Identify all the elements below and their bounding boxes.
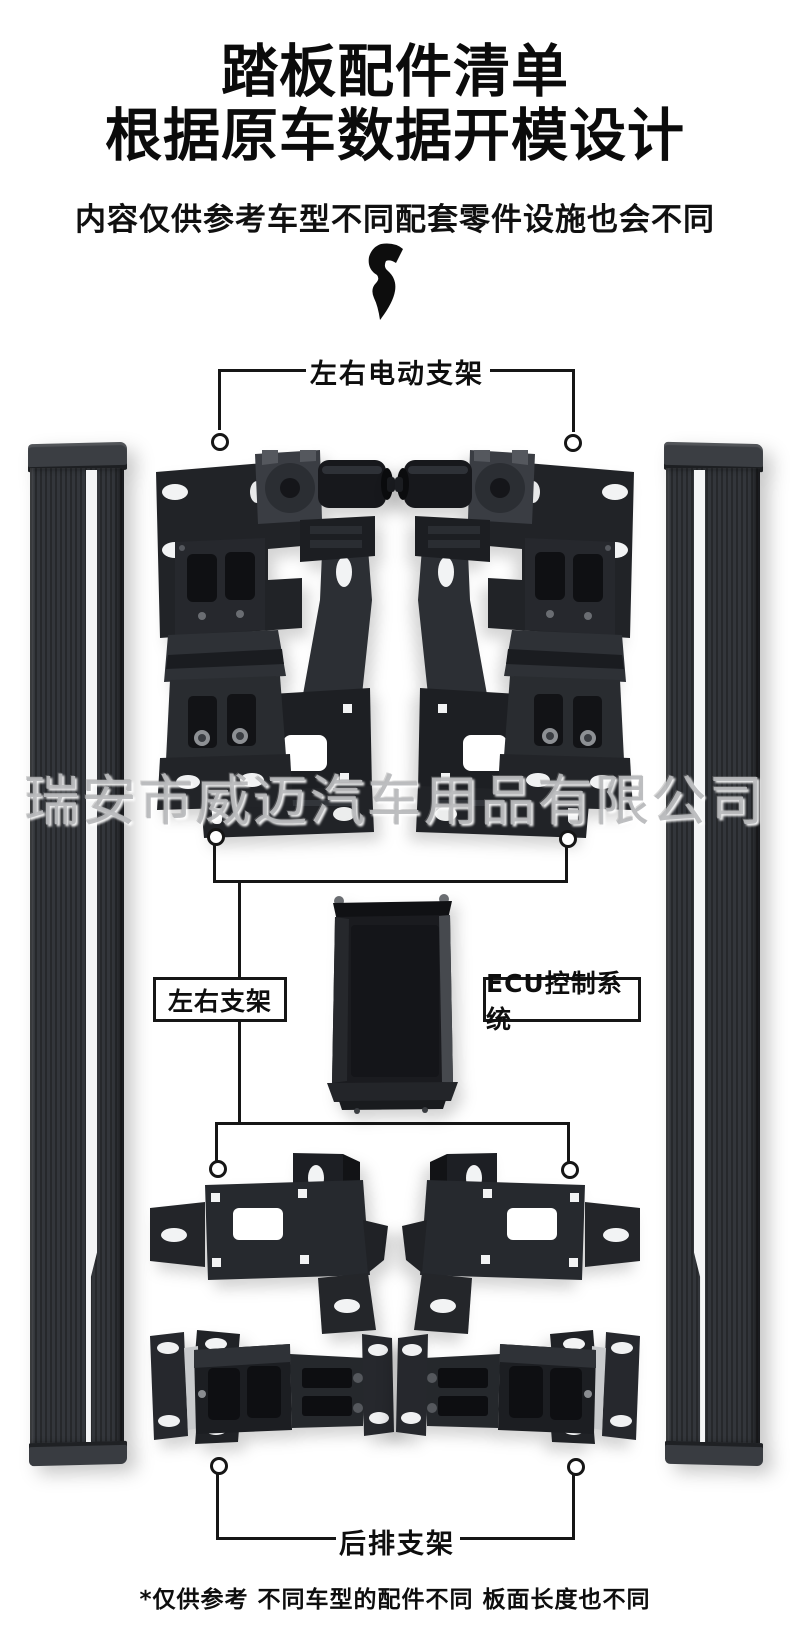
callout-dot xyxy=(210,1457,228,1475)
board-right-body xyxy=(666,468,760,1444)
callout-dot xyxy=(564,434,582,452)
page-subtitle: 内容仅供参考车型不同配套零件设施也会不同 xyxy=(75,202,715,238)
rear-bracket-right xyxy=(395,1328,640,1448)
ecu-control-box xyxy=(325,885,460,1115)
callout-line xyxy=(215,1122,218,1162)
curved-down-arrow-icon xyxy=(350,242,406,322)
callout-dot xyxy=(207,828,225,846)
board-left-light-stripe xyxy=(86,470,97,1442)
callout-line xyxy=(215,1122,570,1125)
side-bracket-right xyxy=(397,1140,642,1335)
callout-line xyxy=(218,369,221,430)
callout-dot xyxy=(211,433,229,451)
callout-dot xyxy=(561,1161,579,1179)
board-left-bottom-cap xyxy=(29,1440,127,1467)
callout-line xyxy=(213,880,568,883)
callout-line xyxy=(572,1474,575,1540)
callout-dot xyxy=(559,830,577,848)
callout-label-side-brackets: 左右支架 xyxy=(153,977,287,1022)
callout-line xyxy=(490,369,575,372)
running-board-left xyxy=(27,441,127,1467)
callout-line xyxy=(460,1537,575,1540)
callout-line xyxy=(216,1537,336,1540)
callout-line xyxy=(216,1473,219,1540)
page-title: 踏板配件清单 根据原车数据开模设计 xyxy=(0,40,790,168)
callout-label-ecu: ECU控制系统 xyxy=(483,969,641,1034)
callout-dot xyxy=(567,1458,585,1476)
electric-bracket-right xyxy=(395,450,640,840)
rear-bracket-left xyxy=(150,1328,395,1448)
callout-line xyxy=(572,369,575,432)
callout-line xyxy=(567,1122,570,1162)
electric-bracket-left xyxy=(150,450,395,840)
running-board-right xyxy=(663,441,763,1467)
page-title-line2: 根据原车数据开模设计 xyxy=(105,103,685,169)
callout-line xyxy=(238,1021,241,1125)
board-right-bottom-cap xyxy=(665,1440,763,1467)
board-right-light-stripe xyxy=(694,470,705,1442)
page-title-line1: 踏板配件清单 xyxy=(221,39,569,105)
callout-line xyxy=(213,845,216,883)
footer-disclaimer: *仅供参考 不同车型的配件不同 板面长度也不同 xyxy=(139,1587,651,1613)
callout-line xyxy=(238,880,241,978)
board-left-body xyxy=(30,468,124,1444)
callout-label-rear-brackets: 后排支架 xyxy=(339,1529,455,1560)
callout-line xyxy=(565,847,568,883)
side-bracket-left xyxy=(148,1140,393,1335)
callout-line xyxy=(218,369,306,372)
callout-dot xyxy=(209,1160,227,1178)
callout-label-electric-brackets: 左右电动支架 xyxy=(310,359,484,390)
